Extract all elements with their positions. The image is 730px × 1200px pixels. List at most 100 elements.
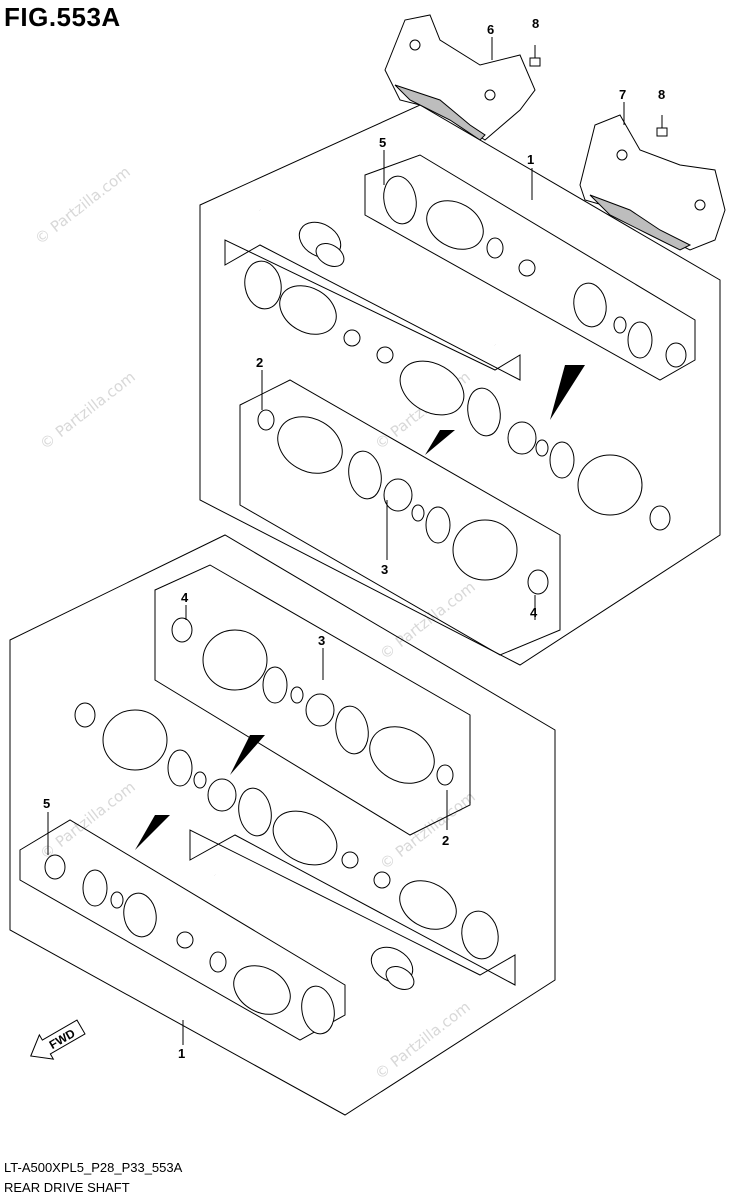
housing xyxy=(452,519,518,581)
bolt-8-upper xyxy=(529,45,541,67)
boot-band xyxy=(238,787,272,837)
boot-band xyxy=(348,450,382,500)
kit-box-upper-2 xyxy=(239,379,561,656)
boot-band xyxy=(335,705,369,755)
ring xyxy=(411,504,425,522)
watermark: © Partzilla.com xyxy=(36,778,138,863)
watermark: © Partzilla.com xyxy=(36,368,138,453)
arrow-marker xyxy=(425,430,455,455)
lower-parts xyxy=(44,702,499,1035)
lower-set-2 xyxy=(171,617,454,786)
ring xyxy=(649,505,671,531)
band xyxy=(518,259,536,277)
upper-parts xyxy=(244,175,687,531)
boot xyxy=(279,285,337,335)
callout-4-upper: 4 xyxy=(530,605,538,620)
band xyxy=(486,237,504,259)
bracket-7 xyxy=(579,114,726,251)
band xyxy=(343,329,361,347)
boot xyxy=(426,200,484,250)
boot-band xyxy=(301,985,335,1035)
watermark: © Partzilla.com xyxy=(371,998,473,1083)
kit-box-upper-5 xyxy=(364,154,696,381)
ring xyxy=(425,506,451,544)
callout-5-lower: 5 xyxy=(43,796,50,811)
ring xyxy=(535,439,549,457)
figure-title: FIG.553A xyxy=(4,2,121,32)
housing xyxy=(202,629,268,691)
band xyxy=(209,951,227,973)
arrow-marker xyxy=(550,365,585,420)
ring xyxy=(74,702,96,728)
callout-leaders xyxy=(47,37,625,1045)
callout-8-upper: 8 xyxy=(532,16,539,31)
boot xyxy=(272,810,338,866)
boot xyxy=(399,880,457,930)
band xyxy=(257,409,275,431)
bracket-6 xyxy=(384,14,536,141)
band xyxy=(176,931,194,949)
ring xyxy=(171,617,193,643)
model-code: LT-A500XPL5_P28_P33_553A xyxy=(4,1160,183,1175)
callout-2-upper: 2 xyxy=(256,355,263,370)
kit-box-upper-boot xyxy=(224,239,521,381)
kit-box-lower-2 xyxy=(154,564,471,836)
boot-band xyxy=(467,387,501,437)
ring xyxy=(44,854,66,880)
fwd-arrow-icon: FWD xyxy=(30,1019,86,1060)
boot-band xyxy=(461,910,499,960)
callout-5-upper: 5 xyxy=(379,135,386,150)
callout-1-upper: 1 xyxy=(527,152,534,167)
ring xyxy=(527,569,549,595)
callout-6: 6 xyxy=(487,22,494,37)
joint xyxy=(207,778,237,812)
ring xyxy=(290,686,304,704)
kit-box-lower-boot xyxy=(189,829,516,986)
ring xyxy=(549,441,575,479)
watermark: © Partzilla.com xyxy=(376,788,478,873)
callout-3-upper: 3 xyxy=(381,562,388,577)
ring xyxy=(613,316,627,334)
ring xyxy=(627,321,653,359)
boot xyxy=(233,965,291,1015)
boot-band xyxy=(573,282,607,328)
band xyxy=(376,346,394,364)
housing xyxy=(577,454,643,516)
callout-2-lower: 2 xyxy=(442,833,449,848)
ring xyxy=(110,891,124,909)
callout-3-lower: 3 xyxy=(318,633,325,648)
diagram-name: REAR DRIVE SHAFT xyxy=(4,1180,130,1195)
upper-set-2 xyxy=(257,409,549,595)
callout-7: 7 xyxy=(619,87,626,102)
bolt-8-lower xyxy=(656,115,668,137)
callout-8-lower: 8 xyxy=(658,87,665,102)
arrow-marker xyxy=(135,815,170,850)
ring xyxy=(82,869,108,907)
watermark: © Partzilla.com xyxy=(376,578,478,663)
callout-1-lower: 1 xyxy=(178,1046,185,1061)
joint xyxy=(507,421,537,455)
joint xyxy=(305,693,335,727)
boot xyxy=(277,416,343,474)
callout-4-lower: 4 xyxy=(181,590,189,605)
band xyxy=(373,871,391,889)
drive-shaft-upper xyxy=(259,208,496,347)
drive-shaft-lower xyxy=(214,873,456,1012)
ring xyxy=(167,749,193,787)
watermark-main: © Partzilla.com xyxy=(31,163,133,248)
ring xyxy=(193,771,207,789)
kit-box-lower-5 xyxy=(19,819,346,1041)
band xyxy=(341,851,359,869)
boot xyxy=(369,726,435,784)
boot xyxy=(399,360,465,416)
housing xyxy=(102,709,168,771)
boot-band xyxy=(123,892,157,938)
arrow-marker xyxy=(230,735,265,775)
boot-band xyxy=(383,175,417,225)
ring xyxy=(665,342,687,368)
boot-band xyxy=(244,260,282,310)
ring xyxy=(262,666,288,704)
band xyxy=(436,764,454,786)
assembly-box-lower xyxy=(9,534,556,1116)
